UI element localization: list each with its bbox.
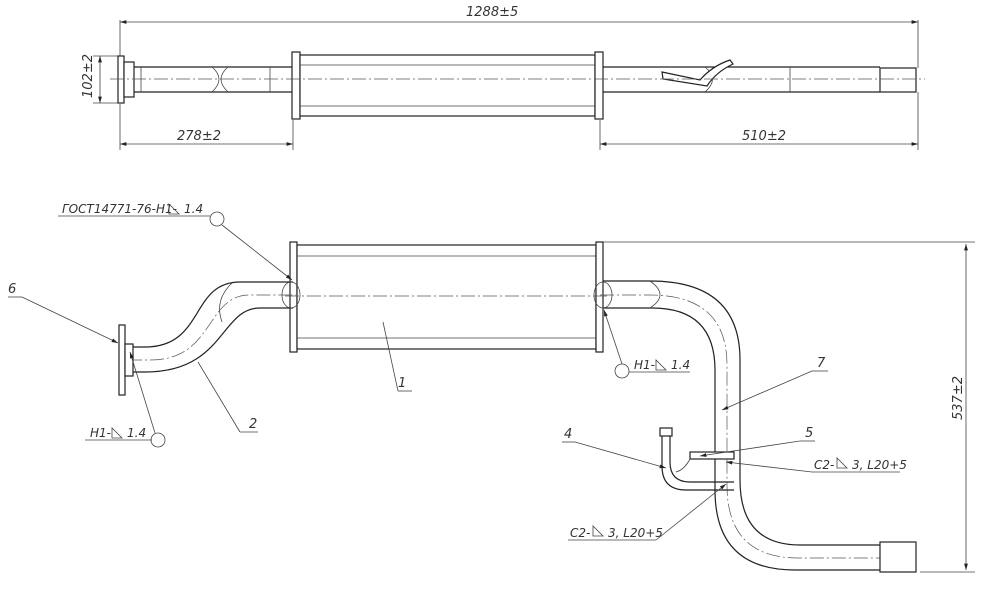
- side-muffler-body: [296, 244, 597, 350]
- top-tailpipe: [879, 67, 917, 93]
- side-flange: [118, 324, 126, 396]
- c2-lower-weld-size: 3, L20+5: [608, 526, 663, 540]
- h1-right-circle-marker: [614, 363, 630, 379]
- callout-2: 2: [249, 417, 257, 432]
- overall-length-dimension: 1288±5: [466, 5, 518, 20]
- side-view: 537±2 ГОСТ14771-76-Н1- 1.4 6 Н1- 1.4 2 1…: [8, 202, 975, 573]
- callout-4: 4: [564, 427, 572, 442]
- top-muffler-body: [299, 54, 596, 117]
- inlet-length-dimension: 278±2: [177, 129, 221, 144]
- flange-height-dimension: 102±2: [81, 54, 96, 98]
- gost-weld-note: ГОСТ14771-76-Н1-: [62, 202, 177, 216]
- inlet-s-pipe: [133, 281, 293, 348]
- gost-weld-size: 1.4: [184, 202, 203, 216]
- outlet-length-dimension: 510±2: [742, 129, 786, 144]
- gost-weld-circle-marker: [209, 211, 225, 227]
- top-bracket: [661, 59, 734, 87]
- top-view: 1288±5 102±2 2: [81, 5, 925, 150]
- callout-7: 7: [817, 356, 826, 371]
- callout-1: 1: [398, 376, 406, 391]
- h1-left-weld-size: 1.4: [127, 426, 146, 440]
- height-dimension: 537±2: [951, 376, 966, 420]
- callout-5: 5: [805, 426, 813, 441]
- h1-right-weld: Н1-: [634, 358, 655, 372]
- c2-upper-weld: С2-: [814, 458, 834, 472]
- side-tailpipe: [879, 541, 917, 573]
- c2-lower-weld: С2-: [570, 526, 590, 540]
- h1-left-weld: Н1-: [90, 426, 111, 440]
- h1-right-weld-size: 1.4: [671, 358, 690, 372]
- hanger-bracket: [661, 430, 734, 491]
- hanger-plate: [689, 451, 735, 460]
- c2-upper-weld-size: 3, L20+5: [852, 458, 907, 472]
- h1-left-circle-marker: [150, 432, 166, 448]
- top-flange: [117, 55, 125, 104]
- outlet-pipe: [603, 280, 880, 546]
- callout-6: 6: [8, 282, 16, 297]
